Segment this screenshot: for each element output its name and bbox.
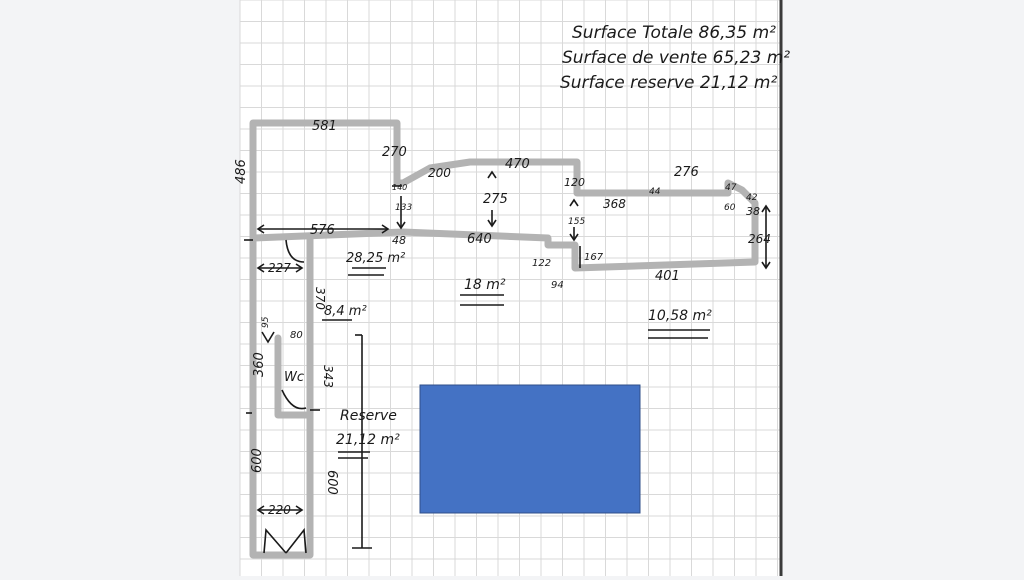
dim-94: 94: [551, 280, 564, 291]
reserve-label: Reserve: [340, 408, 397, 424]
area-a-label: 28,25 m²: [346, 251, 405, 266]
door-corridor: [261, 331, 275, 344]
arrow-220-right-head: [295, 505, 304, 515]
door-top: [285, 239, 305, 263]
door-wc: [281, 389, 307, 410]
dim-368: 368: [603, 197, 626, 211]
dim-167: 167: [584, 252, 604, 263]
dim-44: 44: [649, 187, 661, 197]
dim-42: 42: [746, 193, 758, 203]
dim-343: 343: [321, 365, 335, 388]
wc-wall: [274, 334, 314, 419]
arrow-275-up-head: [487, 170, 497, 179]
dim-275: 275: [483, 192, 508, 207]
arrow-220-left-head: [256, 505, 265, 515]
dim-155: 155: [568, 217, 585, 227]
arrow-227-right-head: [295, 263, 304, 273]
dim-48: 48: [392, 234, 406, 247]
room-labels: 28,25 m² 18 m² 10,58 m² 8,4 m² Wc Reserv…: [284, 251, 712, 448]
blue-redaction-box: [419, 384, 641, 514]
outer-wall-corridor: [249, 234, 314, 559]
walls: [249, 119, 759, 559]
arrow-264-down-head: [761, 261, 771, 270]
arrow-155-head: [569, 233, 579, 242]
sketch-lines: [244, 170, 771, 554]
reserve-surface-line: Surface reserve 21,12 m²: [560, 73, 777, 93]
dim-120: 120: [564, 176, 585, 189]
dim-47: 47: [725, 183, 737, 193]
arrow-576-right-head: [381, 224, 390, 234]
dim-227: 227: [268, 261, 291, 275]
dim-576: 576: [310, 223, 335, 238]
total-surface-line: Surface Totale 86,35 m²: [572, 23, 776, 43]
dim-600-left: 600: [250, 448, 265, 473]
arrow-275-head: [487, 219, 497, 228]
wc-label: Wc: [284, 370, 304, 385]
dim-470: 470: [505, 157, 530, 172]
totals-block: Surface Totale 86,35 m² Surface de vente…: [560, 23, 790, 93]
dim-122: 122: [532, 258, 551, 269]
dim-80: 80: [290, 330, 303, 341]
sales-surface-line: Surface de vente 65,23 m²: [562, 48, 790, 68]
arrow-576-left-head: [256, 224, 265, 234]
arrow-264-up-head: [761, 204, 771, 213]
dim-270: 270: [382, 145, 407, 160]
dim-60: 60: [724, 203, 736, 213]
dim-133: 133: [395, 203, 412, 213]
area-d-label: 8,4 m²: [324, 304, 367, 319]
door-bottom-left: [263, 528, 287, 554]
arrow-155-up-head: [569, 198, 579, 207]
arrow-133-head: [396, 221, 406, 230]
dim-600-right: 600: [324, 470, 339, 495]
dim-200: 200: [428, 166, 451, 180]
door-bottom-right: [285, 527, 307, 554]
dim-401: 401: [655, 269, 680, 284]
area-b-label: 18 m²: [464, 277, 506, 293]
arrow-227-left-head: [256, 263, 265, 273]
dim-95: 95: [261, 316, 271, 328]
dim-486: 486: [234, 159, 249, 184]
dim-140: 140: [392, 183, 407, 192]
dim-370: 370: [313, 287, 327, 310]
dim-220: 220: [268, 503, 291, 517]
area-c-label: 10,58 m²: [648, 308, 712, 324]
dim-640: 640: [467, 232, 492, 247]
dim-360: 360: [252, 352, 267, 377]
dim-264: 264: [748, 232, 771, 246]
dim-38: 38: [746, 205, 760, 218]
dim-276: 276: [674, 165, 699, 180]
outer-wall-top: [249, 119, 759, 272]
dimension-labels: 581 486 270 140 200 470 275 120 368 44 2…: [234, 119, 771, 517]
reserve-area-label: 21,12 m²: [336, 432, 400, 448]
dim-581: 581: [312, 119, 337, 134]
